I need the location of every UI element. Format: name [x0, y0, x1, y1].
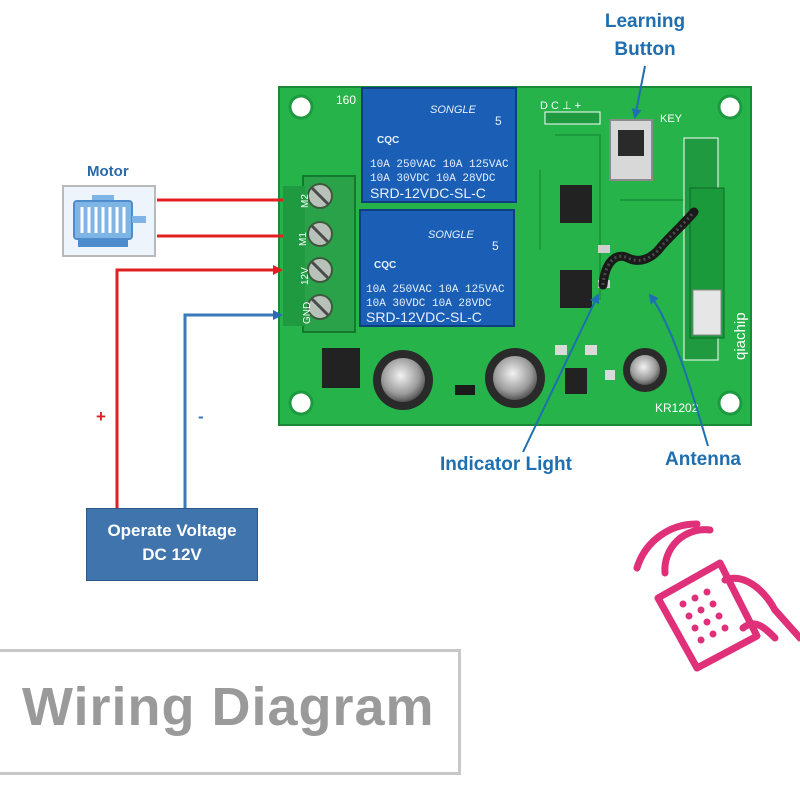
- terminal-label-m2: M2: [300, 194, 311, 208]
- negative-wire: [183, 310, 283, 508]
- capacitor-2: [485, 348, 545, 408]
- relay-2-spec1: 10A 250VAC 10A 125VAC: [366, 284, 505, 296]
- negative-sign: -: [198, 407, 204, 426]
- learning-button-arrow: [631, 65, 646, 119]
- power-supply-line2: DC 12V: [142, 545, 202, 564]
- board-model: KR1202: [655, 401, 699, 415]
- indicator-light-arrow: [522, 293, 600, 453]
- learning-button-callout-line1: Learning: [604, 11, 686, 32]
- terminal-label-12v: 12V: [300, 267, 311, 285]
- positive-sign: +: [96, 407, 106, 426]
- page-title: Wiring Diagram: [22, 677, 435, 737]
- title-box: [0, 649, 461, 775]
- antenna-coil: [598, 207, 699, 290]
- board-corner-mark: 160: [336, 93, 356, 107]
- relay-2: SONGLE 5 CQC 10A 250VAC 10A 125VAC 10A 3…: [359, 209, 515, 327]
- key-label: KEY: [660, 113, 683, 125]
- board-brand: qiachip: [732, 312, 749, 360]
- power-supply-box: Operate Voltage DC 12V: [86, 508, 258, 581]
- relay-2-spec2: 10A 30VDC 10A 28VDC: [366, 298, 492, 310]
- relay-2-model: SRD-12VDC-SL-C: [366, 309, 482, 325]
- relay-1-brand: SONGLE: [430, 104, 477, 116]
- learning-button-callout-line2: Button: [614, 39, 676, 60]
- relay-1-spec1: 10A 250VAC 10A 125VAC: [370, 159, 509, 171]
- relay-1: SONGLE 5 CQC 10A 250VAC 10A 125VAC 10A 3…: [361, 87, 517, 203]
- indicator-light-callout: Indicator Light: [440, 454, 572, 475]
- relay-1-spec2: 10A 30VDC 10A 28VDC: [370, 173, 496, 185]
- capacitor-3: [623, 348, 667, 392]
- rf-module: [683, 137, 725, 361]
- relay-1-num: 5: [495, 114, 502, 128]
- relay-2-cert: CQC: [374, 260, 396, 271]
- antenna-callout: Antenna: [665, 449, 741, 470]
- relay-1-model: SRD-12VDC-SL-C: [370, 185, 486, 201]
- motor-icon: [62, 185, 156, 257]
- header-pins: D C ⊥ +: [540, 100, 581, 112]
- terminal-block: M2 M1 12V GND: [283, 175, 356, 333]
- remote-control-icon: [625, 518, 800, 673]
- learning-button-callout: Learning Button: [580, 8, 710, 64]
- motor-label: Motor: [87, 163, 129, 180]
- relay-2-num: 5: [492, 239, 499, 253]
- positive-wire: [115, 265, 283, 508]
- relay-2-brand: SONGLE: [428, 229, 475, 241]
- antenna-arrow: [648, 293, 709, 447]
- power-supply-line1: Operate Voltage: [107, 521, 237, 540]
- terminal-label-gnd: GND: [302, 302, 313, 324]
- capacitor-1: [373, 350, 433, 410]
- relay-1-cert: CQC: [377, 135, 399, 146]
- learning-button-part: [609, 119, 653, 181]
- terminal-label-m1: M1: [298, 232, 309, 246]
